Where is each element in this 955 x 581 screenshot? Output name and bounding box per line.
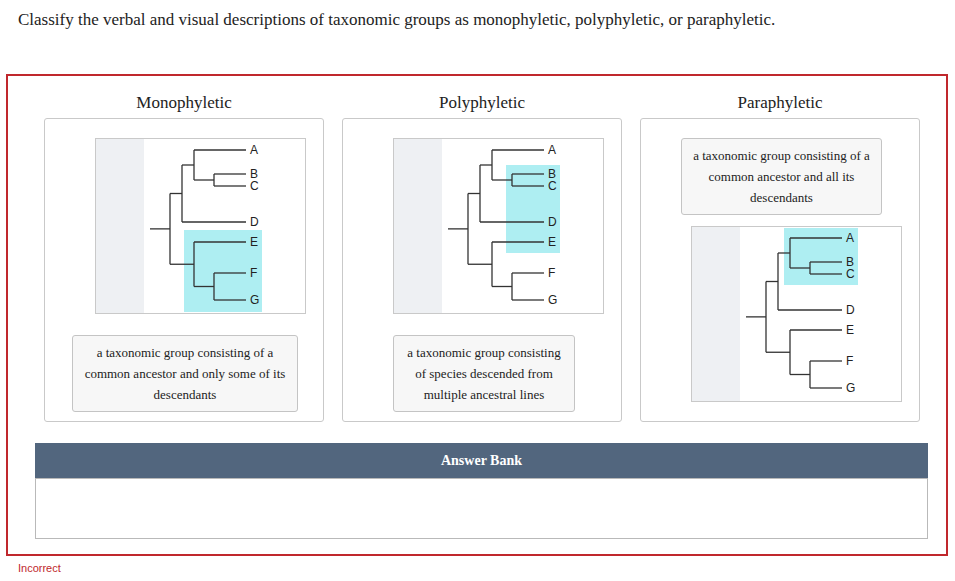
band-title: Answer Bank (35, 443, 928, 478)
taxon-label: A (250, 143, 258, 157)
phylogeny-card: ABC DE FG (393, 138, 604, 314)
definition-card: a taxonomic group consisting of a common… (681, 138, 882, 215)
taxon-label: F (250, 266, 257, 280)
tree-branch (778, 309, 842, 310)
taxon-label: F (846, 354, 853, 368)
definition-text: a taxonomic group consisting of a common… (690, 145, 873, 208)
tree-branch (468, 264, 492, 265)
column-heading: Paraphyletic (641, 92, 919, 114)
tree-branch (194, 286, 214, 287)
taxon-label: C (250, 179, 259, 193)
clade-highlight (784, 228, 858, 285)
question-title: Classify the verbal and visual descripti… (18, 9, 775, 31)
tree-branch (480, 164, 492, 165)
tree-branch (468, 193, 480, 194)
tree-branch (194, 241, 246, 242)
taxon-label: D (548, 215, 557, 229)
clade-highlight (184, 230, 262, 312)
taxon-label: D (846, 303, 855, 317)
taxon-label: E (846, 323, 854, 337)
tree-branch (810, 261, 842, 262)
definition-card: a taxonomic group consisting of a common… (72, 335, 298, 412)
answer-drop-area (36, 479, 928, 539)
definition-card: a taxonomic group consisting of species … (393, 335, 575, 412)
answer-column: PolyphyleticABCDEFGa taxonomic group con… (342, 118, 622, 422)
answer-column: Paraphyletica taxonomic group consisting… (640, 118, 920, 422)
tree-branch (790, 329, 842, 330)
tree-branch (810, 387, 842, 388)
tree-branch (766, 352, 790, 353)
tree-branch (512, 299, 544, 300)
taxon-label: A (548, 143, 556, 157)
taxon-label: D (250, 215, 259, 229)
column-heading: Monophyletic (45, 92, 323, 114)
taxon-label: G (548, 293, 557, 307)
tree-branch (194, 149, 246, 150)
status-text: Incorrect (18, 562, 61, 574)
answer-panel-border (7, 75, 947, 555)
taxon-label: B (250, 167, 258, 181)
phylogeny-card: ABC DE FG (691, 226, 902, 402)
tree-branch (170, 193, 182, 194)
tree-branch (492, 286, 512, 287)
tree-branch (492, 179, 512, 180)
tree-branch (778, 252, 790, 253)
phylogeny-card: ABC DE FG (95, 138, 306, 314)
tree-branch (170, 264, 194, 265)
tree-branch (512, 173, 544, 174)
taxon-label: B (846, 255, 854, 269)
answer-column: MonophyleticABCDEFGa taxonomic group con… (44, 118, 324, 422)
tree-branch (746, 316, 766, 317)
tree-branch (194, 179, 214, 180)
clade-highlight (506, 165, 560, 253)
definition-text: a taxonomic group consisting of a common… (81, 342, 289, 405)
tree-branch (214, 299, 246, 300)
taxon-label: E (250, 235, 258, 249)
taxon-label: E (548, 235, 556, 249)
tree-branch (512, 272, 544, 273)
cladogram (692, 227, 901, 401)
taxon-label: G (250, 293, 259, 307)
tree-branch (810, 360, 842, 361)
cladogram (394, 139, 603, 313)
tree-branch (512, 185, 544, 186)
taxon-label: B (548, 167, 556, 181)
taxon-label: C (846, 267, 855, 281)
tree-branch (214, 185, 246, 186)
taxon-label: A (846, 231, 854, 245)
tree-branch (766, 281, 778, 282)
tree-branch (492, 149, 544, 150)
cladogram (96, 139, 305, 313)
taxon-label: C (548, 179, 557, 193)
tree-branch (150, 228, 170, 229)
tree-branch (214, 173, 246, 174)
taxon-label: G (846, 381, 855, 395)
tree-branch (182, 164, 194, 165)
tree-branch (214, 272, 246, 273)
tree-branch (790, 237, 842, 238)
tree-branch (492, 241, 544, 242)
tree-branch (810, 273, 842, 274)
tree-branch (790, 267, 810, 268)
tree-branch (448, 228, 468, 229)
column-heading: Polyphyletic (343, 92, 621, 114)
tree-branch (182, 221, 246, 222)
tree-branch (790, 374, 810, 375)
definition-text: a taxonomic group consisting of species … (402, 342, 566, 405)
taxon-label: F (548, 266, 555, 280)
tree-branch (480, 221, 544, 222)
answer-bank-header: Answer Bank (35, 443, 928, 478)
